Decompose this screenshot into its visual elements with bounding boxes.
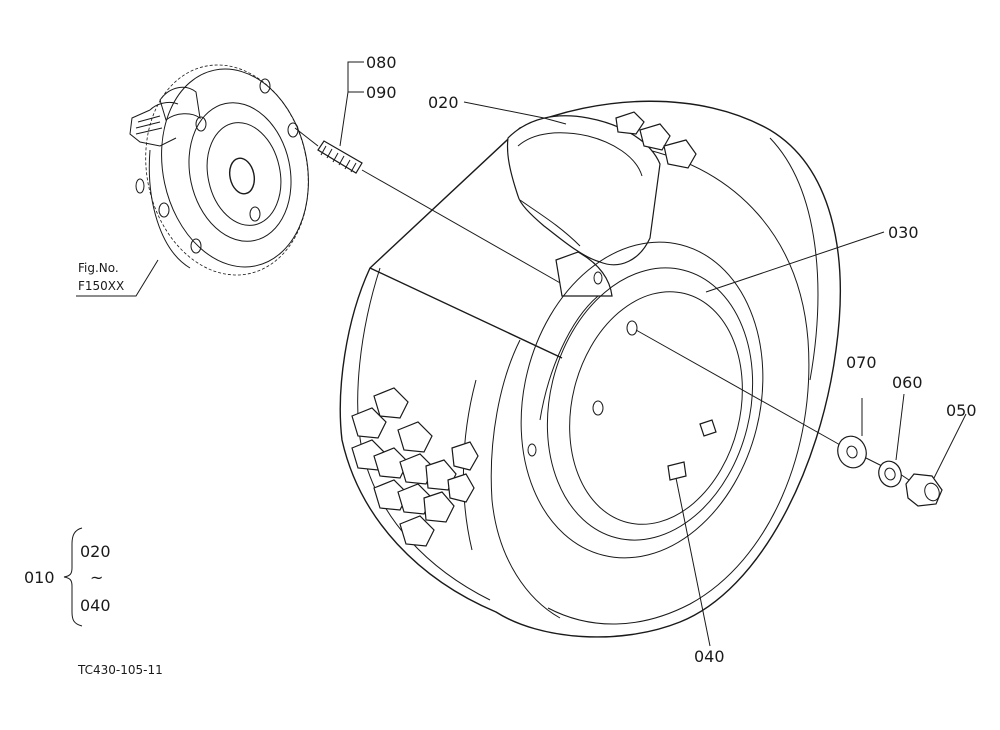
label-040: 040: [694, 647, 725, 666]
label-060: 060: [892, 373, 923, 392]
stud-bolt: [317, 140, 363, 174]
label-030: 030: [888, 223, 919, 242]
axis-line-b: [361, 169, 563, 285]
washer-070: [837, 435, 867, 469]
fig-no-value: F150XX: [78, 279, 124, 293]
label-080: 080: [366, 53, 397, 72]
axis-line-c: [635, 329, 843, 447]
hub-flange: [129, 64, 309, 276]
label-020: 020: [428, 93, 459, 112]
assembly-bracket: [63, 527, 83, 627]
range-to-label: 040: [80, 596, 111, 615]
rim: [520, 241, 764, 559]
fig-no-label: Fig.No.: [78, 261, 119, 275]
range-from-label: 020: [80, 542, 111, 561]
range-tilde: ~: [90, 568, 103, 587]
label-090: 090: [366, 83, 397, 102]
drawing-code: TC430-105-11: [77, 663, 163, 677]
leader-lines: [76, 61, 967, 647]
lock-washer-060: [878, 460, 902, 488]
label-070: 070: [846, 353, 877, 372]
tread-lugs: [351, 387, 479, 547]
nut-050: [905, 473, 943, 507]
label-050: 050: [946, 401, 977, 420]
assembly-label: 010: [24, 568, 55, 587]
tire-section: [506, 111, 697, 266]
axis-line-a: [294, 127, 319, 147]
